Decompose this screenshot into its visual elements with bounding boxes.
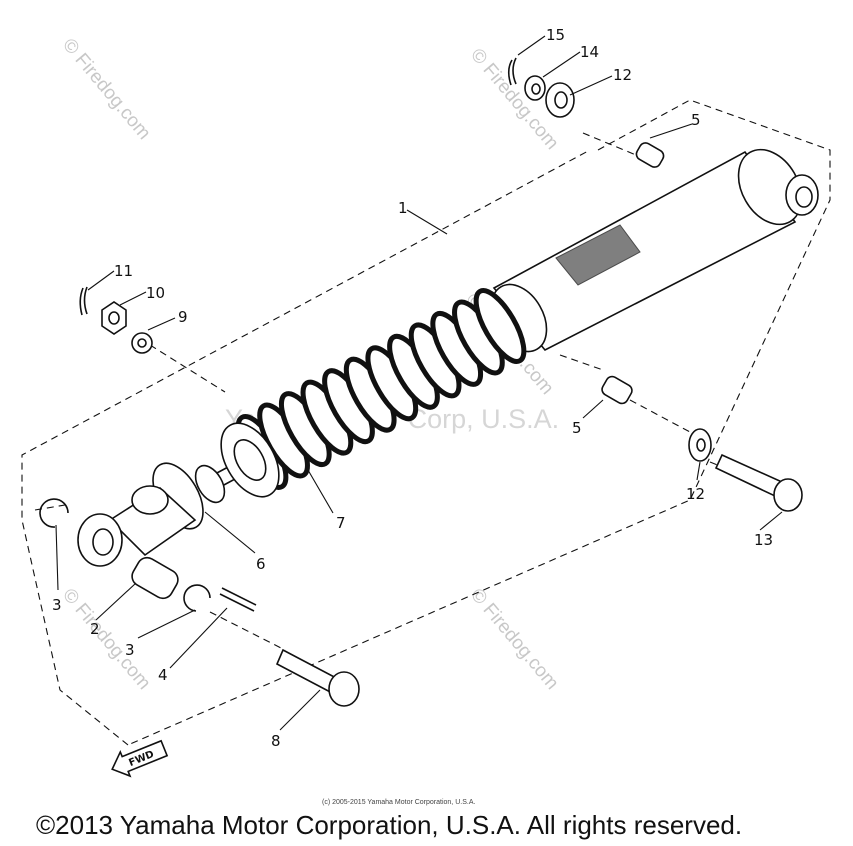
washer-12-middle-hole <box>696 438 706 452</box>
washer-top-hole <box>531 83 541 95</box>
callout-5-middle: 5 <box>572 419 582 437</box>
pin-head <box>773 478 803 512</box>
callout-14: 14 <box>580 43 599 61</box>
lower-body-knob <box>131 485 169 515</box>
callout-2: 2 <box>90 620 100 638</box>
watermark-site-4: © Firedog.com <box>466 585 562 694</box>
fwd-arrow-shape <box>111 739 169 778</box>
small-pin-2 <box>219 593 255 612</box>
collar <box>131 556 179 600</box>
small-credit: (c) 2005-2015 Yamaha Motor Corporation, … <box>322 799 475 806</box>
spring-coil <box>473 288 527 364</box>
cylinder-top-cap <box>737 148 803 226</box>
callout-11: 11 <box>114 262 133 280</box>
spring-seat-inner <box>233 439 267 481</box>
leader-lines <box>55 35 783 731</box>
callout-6: 6 <box>256 555 266 573</box>
small-pin <box>221 587 257 606</box>
washer-left-hole <box>137 338 147 348</box>
circlip-left <box>39 498 69 528</box>
hardware <box>39 57 803 707</box>
callout-13: 13 <box>754 531 773 549</box>
callout-3-lower: 3 <box>125 641 135 659</box>
callout-15: 15 <box>546 26 565 44</box>
watermark-site-1: © Firedog.com <box>58 35 154 144</box>
adjuster-collar <box>194 464 226 504</box>
callout-5-top: 5 <box>691 111 701 129</box>
top-eye-hole <box>795 186 813 208</box>
pin <box>714 453 784 498</box>
callout-9: 9 <box>178 308 188 326</box>
callout-12-top: 12 <box>613 66 632 84</box>
callout-8: 8 <box>271 732 281 750</box>
washer-12-top-hole <box>554 91 568 109</box>
bushing-top <box>635 142 665 168</box>
cotter-pin-left <box>79 286 88 316</box>
callout-12-middle: 12 <box>686 485 705 503</box>
bushing-middle <box>601 375 633 405</box>
lower-eye-hole <box>92 528 114 556</box>
nut-hole <box>108 311 120 325</box>
footer-copyright: ©2013 Yamaha Motor Corporation, U.S.A. A… <box>36 810 742 840</box>
lower-components <box>77 422 280 567</box>
cotter-pin-top <box>507 57 517 86</box>
label-patch <box>555 224 641 286</box>
callouts: 1 2 3 3 4 5 5 6 7 8 9 10 11 12 12 13 14 … <box>52 26 773 750</box>
callout-3-left: 3 <box>52 596 62 614</box>
callout-10: 10 <box>146 284 165 302</box>
fwd-arrow: FWD <box>111 739 169 778</box>
callout-7: 7 <box>336 514 346 532</box>
callout-1: 1 <box>398 199 408 217</box>
callout-4: 4 <box>158 666 168 684</box>
circlip-lower <box>183 584 211 612</box>
watermark-site-5: © Firedog.com <box>58 585 154 694</box>
bolt-head <box>328 671 360 707</box>
